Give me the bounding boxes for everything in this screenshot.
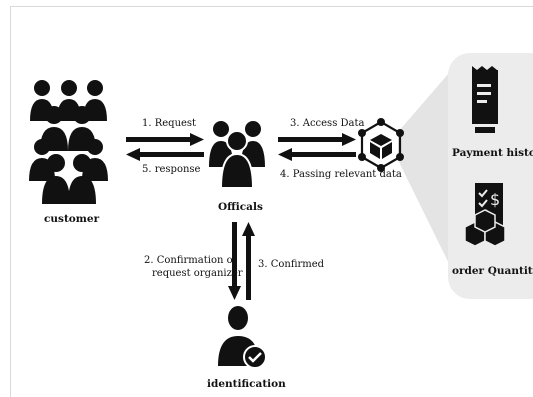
officials-label: Officals	[218, 201, 263, 213]
frame-top-line	[10, 6, 533, 7]
access-data-arrow	[278, 133, 356, 146]
verified-user-icon	[218, 306, 267, 369]
confirmation-arrow	[228, 222, 241, 300]
access-data-label: 3. Access Data	[290, 118, 365, 129]
blockchain-cube-icon	[358, 118, 404, 172]
passing-data-label: 4. Passing relevant data	[280, 169, 402, 180]
customer-label: customer	[44, 213, 100, 225]
request-arrow	[126, 133, 204, 146]
confirmed-label: 3. Confirmed	[258, 259, 325, 270]
order-quantity-label: order Quantity	[452, 265, 533, 277]
crowd-icon	[29, 80, 108, 204]
checklist-boxes-icon: $	[465, 183, 506, 247]
svg-text:$: $	[490, 190, 500, 209]
group-icon	[209, 121, 265, 189]
confirmed-arrow	[242, 222, 255, 300]
payment-history-label: Payment history	[452, 147, 533, 159]
response-label: 5. response	[142, 164, 201, 175]
request-label: 1. Request	[142, 118, 197, 129]
response-arrow	[126, 148, 204, 161]
identification-label: identification	[207, 378, 286, 390]
passing-data-arrow	[278, 148, 356, 161]
confirmation-label-line2: request organizer	[152, 268, 243, 279]
confirmation-label-line1: 2. Confirmation of	[144, 255, 237, 266]
receipt-icon	[472, 66, 498, 133]
frame-left-line	[10, 6, 11, 397]
